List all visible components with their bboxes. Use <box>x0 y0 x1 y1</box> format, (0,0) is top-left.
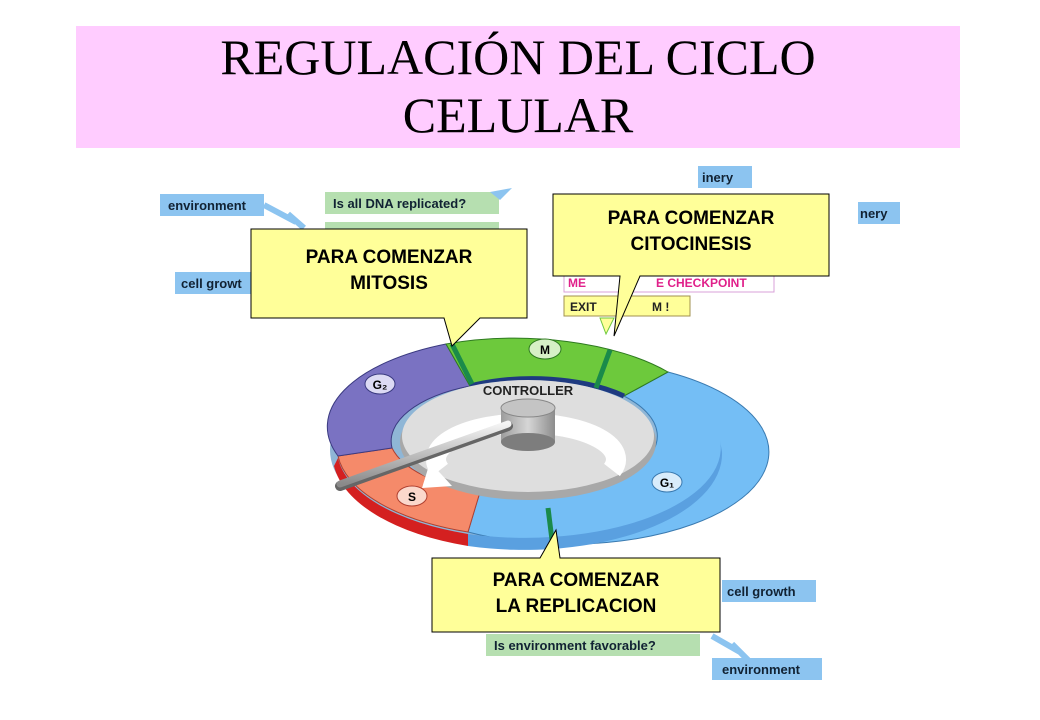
environment-favorable-question: Is environment favorable? <box>486 634 700 656</box>
svg-text:ME: ME <box>568 276 586 290</box>
s-phase-label: S <box>408 490 416 504</box>
g2-phase-segment <box>326 343 471 457</box>
svg-text:inery: inery <box>702 170 734 185</box>
controller-pointer <box>335 420 513 491</box>
controller-hub <box>500 398 556 451</box>
callout-mitosis: PARA COMENZAR MITOSIS <box>251 245 527 297</box>
callout-citocinesis-box <box>552 193 830 337</box>
g2-phase-label: G₂ <box>373 378 388 392</box>
metaphase-checkpoint-mark <box>593 349 613 389</box>
slide-title-line-1: REGULACIÓN DEL CICLO <box>220 29 816 85</box>
cell-growth-label-top: cell growt <box>181 276 242 291</box>
callout-mitosis-line-2: MITOSIS <box>350 273 428 294</box>
environment-input-top: environment <box>160 194 306 231</box>
callout-mitosis-box <box>250 228 528 347</box>
callout-citocinesis-line-1: PARA COMENZAR <box>607 208 775 229</box>
slide-title: REGULACIÓN DEL CICLO CELULAR <box>76 28 960 144</box>
svg-text:EXIT: EXIT <box>570 300 597 314</box>
cell-growth-input-top: cell growt <box>175 272 261 294</box>
phase-labels: M G₂ S G₁ <box>364 338 683 507</box>
callout-replicacion-line-1: PARA COMENZAR <box>492 570 660 591</box>
environment-favorable-text: Is environment favorable? <box>494 638 656 653</box>
environment-label-top: environment <box>168 198 247 213</box>
environment-label-bottom: environment <box>722 662 801 677</box>
callout-citocinesis-line-2: CITOCINESIS <box>630 234 752 255</box>
cell-growth-label-bottom: cell growth <box>727 584 796 599</box>
dna-replicated-question: Is all DNA replicated? <box>325 188 512 230</box>
svg-text:M !: M ! <box>652 300 669 314</box>
cell-growth-input-bottom: cell growth <box>722 580 816 602</box>
controller-label: CONTROLLER <box>483 383 574 398</box>
machinery-label-2: nery <box>858 202 900 224</box>
g2-m-checkpoint-mark <box>449 342 475 386</box>
callout-replicacion: PARA COMENZAR LA REPLICACION <box>432 568 720 620</box>
m-phase-label: M <box>540 343 550 357</box>
svg-text:nery: nery <box>860 206 888 221</box>
callout-citocinesis: PARA COMENZAR CITOCINESIS <box>553 206 829 258</box>
svg-text:E CHECKPOINT: E CHECKPOINT <box>656 276 747 290</box>
callout-mitosis-line-1: PARA COMENZAR <box>305 247 473 268</box>
callout-replicacion-line-2: LA REPLICACION <box>495 596 657 617</box>
machinery-label-1: inery <box>698 166 752 188</box>
g1-phase-label: G₁ <box>660 476 674 490</box>
slide-title-line-2: CELULAR <box>402 87 634 143</box>
environment-input-bottom: environment <box>710 633 822 680</box>
title-band <box>76 26 960 148</box>
dna-replicated-text: Is all DNA replicated? <box>333 196 466 211</box>
g1-checkpoint-mark <box>545 507 555 541</box>
callout-replicacion-box <box>431 528 721 633</box>
